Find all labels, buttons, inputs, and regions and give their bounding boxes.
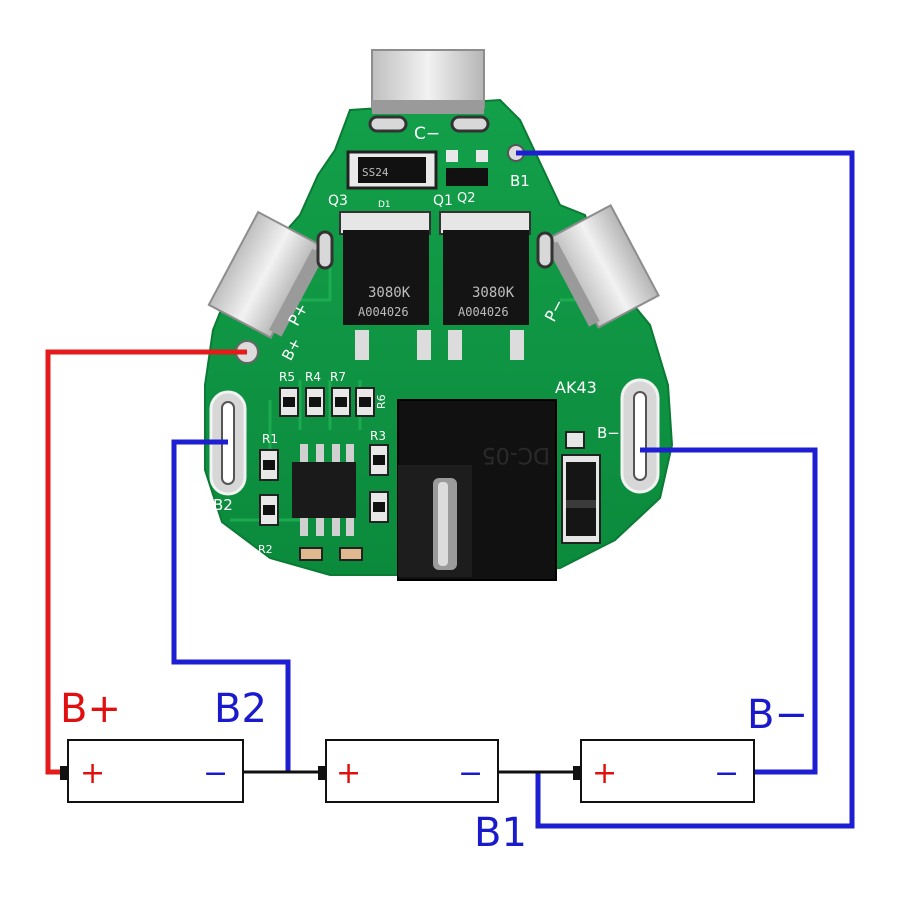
b2-pad-label: B2 [213, 496, 233, 514]
cell-2-minus: − [458, 756, 483, 791]
r3-label: R3 [370, 429, 386, 443]
r4-label: R4 [305, 370, 321, 384]
diode-ss24: SS24 [346, 150, 438, 190]
mosfet-left: 3080K A004026 [339, 211, 431, 360]
r2-label: R2 [258, 543, 273, 556]
b1-label: B1 [474, 810, 527, 856]
resistor-array [279, 387, 375, 417]
connector-marking: DC-05 [482, 442, 550, 467]
mosfet-left-part: 3080K [368, 285, 411, 301]
q1-label: Q1 [433, 193, 453, 209]
q3-label: Q3 [328, 193, 348, 209]
q2-label: Q2 [457, 191, 476, 206]
r6-label: R6 [375, 394, 388, 409]
mosfet-right-lot: A004026 [458, 305, 509, 319]
resistor-bodies [283, 397, 371, 407]
r1-label: R1 [262, 432, 278, 446]
b-minus-label: B− [747, 692, 808, 738]
cell-1-minus: − [203, 756, 228, 791]
b2-wire [171, 439, 291, 772]
model-label: AK43 [555, 378, 597, 397]
wires [45, 150, 855, 829]
b-minus-pad-label: B− [597, 424, 620, 442]
cell-3-plus: + [592, 756, 617, 791]
control-ic [292, 444, 356, 536]
d1-label: D1 [378, 200, 391, 210]
bms-board: C− P+ P− SS24 B1 Q3 D1 Q1 Q2 [204, 49, 674, 581]
battery-cell-2: + − [318, 739, 499, 803]
b1-wire [516, 150, 855, 829]
r7-label: R7 [330, 370, 346, 384]
c-minus-label: C− [414, 124, 440, 144]
mosfet-right: 3080K A004026 [439, 211, 531, 360]
c-minus-terminal [368, 49, 490, 133]
mosfet-left-lot: A004026 [358, 305, 409, 319]
mosfet-right-part: 3080K [472, 285, 515, 301]
b-minus-wire [640, 447, 818, 775]
b-plus-label: B+ [60, 686, 121, 732]
diode-marking: SS24 [362, 166, 389, 179]
cell-2-plus: + [336, 756, 361, 791]
cell-1-plus: + [80, 756, 105, 791]
b1-pad-label: B1 [510, 172, 530, 190]
cell-3-minus: − [714, 756, 739, 791]
p-minus-terminal [546, 204, 660, 329]
battery-cell-1: + − [60, 739, 244, 803]
battery-cell-3: + − [573, 739, 755, 803]
p-plus-terminal [207, 210, 325, 339]
smd-diode-right [561, 454, 601, 544]
b-plus-wire [45, 349, 247, 775]
r5-label: R5 [279, 370, 295, 384]
dc-connector: DC-05 [397, 399, 557, 581]
capacitors [299, 547, 363, 561]
b2-label: B2 [214, 686, 267, 732]
